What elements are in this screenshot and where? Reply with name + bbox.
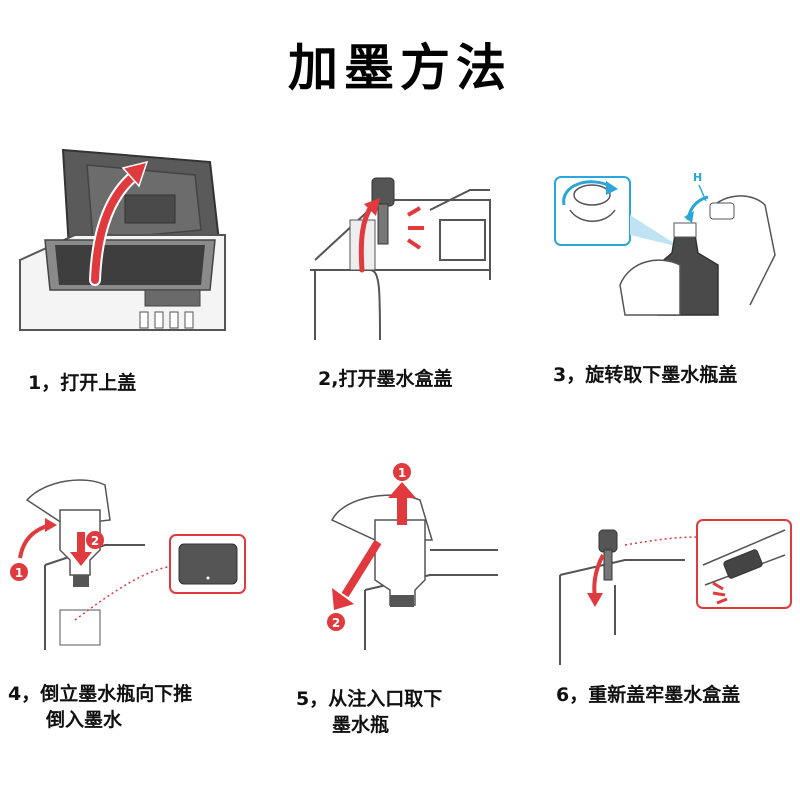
step-6-illustration xyxy=(555,515,795,665)
step-2-illustration xyxy=(300,160,500,345)
step-3-caption: 3，旋转取下墨水瓶盖 xyxy=(553,364,738,386)
step-1-caption: 1，打开上盖 xyxy=(28,372,137,394)
step-5-badge-1: 1 xyxy=(398,466,406,480)
step-4-badge-1: 1 xyxy=(15,566,23,580)
step-4-caption-line2: 倒入墨水 xyxy=(46,709,123,731)
step-3-marker-label: H xyxy=(693,171,702,184)
step-2-caption: 2,打开墨水盒盖 xyxy=(318,368,453,390)
step-4-caption: 4，倒立墨水瓶向下推 倒入墨水 xyxy=(8,681,192,733)
step-4-caption-line1: 4，倒立墨水瓶向下推 xyxy=(8,683,193,705)
step-4-illustration: 1 2 xyxy=(5,470,250,655)
step-3-illustration: H xyxy=(550,165,780,335)
step-5-caption-line1: 5，从注入口取下 xyxy=(296,688,443,710)
step-5-illustration: 1 2 xyxy=(320,460,500,650)
step-4-badge-2: 2 xyxy=(91,534,99,548)
step-5-caption-line2: 墨水瓶 xyxy=(332,714,390,736)
step-1-illustration xyxy=(15,140,245,345)
page-title: 加墨方法 xyxy=(288,39,512,97)
step-6-caption: 6，重新盖牢墨水盒盖 xyxy=(556,684,741,706)
step-5-caption: 5，从注入口取下 墨水瓶 xyxy=(296,686,442,738)
step-5-badge-2: 2 xyxy=(332,616,340,630)
